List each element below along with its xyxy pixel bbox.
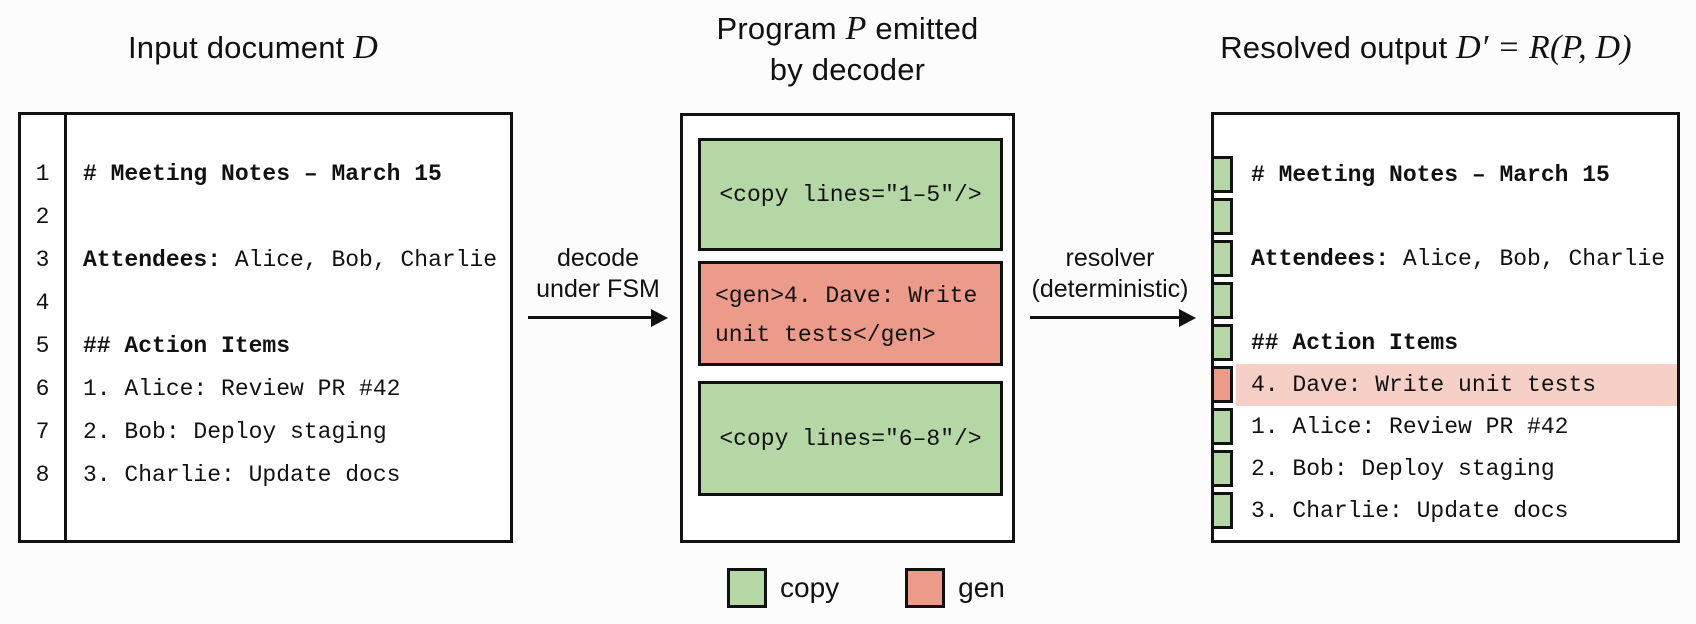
output-line: 3. Charlie: Update docs bbox=[1236, 490, 1677, 532]
copy-chip bbox=[1211, 492, 1233, 529]
line-bold-text: # Meeting Notes – March 15 bbox=[83, 161, 442, 187]
provenance-chip-column bbox=[1211, 156, 1233, 534]
output-line: ## Action Items bbox=[1236, 322, 1677, 364]
output-title-text: Resolved output bbox=[1220, 30, 1457, 65]
copy-swatch-icon bbox=[727, 568, 767, 608]
copy-op-text: <copy lines="1–5"/> bbox=[719, 181, 982, 208]
legend-gen-label: gen bbox=[958, 572, 1005, 603]
output-line: Attendees: Alice, Bob, Charlie bbox=[1236, 238, 1677, 280]
line-text: Alice, Bob, Charlie bbox=[221, 247, 498, 273]
resolver-arrow-label: resolver (deterministic) bbox=[985, 243, 1235, 305]
program-title-pre: Program bbox=[716, 11, 846, 46]
line-text: 2. Bob: Deploy staging bbox=[1251, 456, 1555, 482]
line-bold-text: ## Action Items bbox=[1251, 330, 1459, 356]
copy-op-box: <copy lines="6–8"/> bbox=[698, 381, 1003, 496]
line-text: 4. Dave: Write unit tests bbox=[1251, 372, 1597, 398]
output-title-math: D′ = R(P, D) bbox=[1456, 29, 1632, 66]
legend-copy-label: copy bbox=[780, 572, 840, 603]
line-text: Alice, Bob, Charlie bbox=[1389, 246, 1666, 272]
line-number: 2 bbox=[35, 204, 50, 230]
resolved-output-panel: # Meeting Notes – March 15 Attendees: Al… bbox=[1211, 112, 1680, 543]
input-document-text: # Meeting Notes – March 15 Attendees: Al… bbox=[67, 115, 510, 540]
document-line bbox=[67, 282, 510, 325]
line-number: 5 bbox=[35, 333, 50, 359]
line-number: 6 bbox=[35, 376, 50, 402]
copy-chip bbox=[1211, 156, 1233, 193]
line-text: 3. Charlie: Update docs bbox=[1251, 498, 1569, 524]
document-line: 2. Bob: Deploy staging bbox=[67, 411, 510, 454]
line-number: 3 bbox=[35, 247, 50, 273]
program-title-math-p: P bbox=[845, 10, 867, 47]
program-title-line2: by decoder bbox=[769, 52, 926, 87]
resolver-label-line2: (deterministic) bbox=[1031, 275, 1189, 303]
gen-op-text: <gen>4. Dave: Write unit tests</gen> bbox=[715, 283, 992, 348]
output-line: 2. Bob: Deploy staging bbox=[1236, 448, 1677, 490]
document-line bbox=[67, 196, 510, 239]
copy-op-box: <copy lines="1–5"/> bbox=[698, 138, 1003, 251]
copy-chip bbox=[1211, 450, 1233, 487]
document-line: # Meeting Notes – March 15 bbox=[67, 153, 510, 196]
line-number: 8 bbox=[35, 462, 50, 488]
input-panel-title: Input document D bbox=[18, 27, 488, 68]
input-document-panel: 1 2 3 4 5 6 7 8 # Meeting Notes – March … bbox=[18, 112, 513, 543]
line-number: 1 bbox=[35, 161, 50, 187]
input-title-text: Input document bbox=[127, 30, 354, 65]
line-text: 3. Charlie: Update docs bbox=[83, 462, 401, 488]
line-bold-text: # Meeting Notes – March 15 bbox=[1251, 162, 1610, 188]
document-line: 1. Alice: Review PR #42 bbox=[67, 368, 510, 411]
line-bold-text: Attendees: bbox=[83, 247, 222, 273]
document-line: Attendees: Alice, Bob, Charlie bbox=[67, 239, 510, 282]
decode-label-line1: decode bbox=[556, 244, 640, 272]
line-number: 4 bbox=[35, 290, 50, 316]
line-text: 1. Alice: Review PR #42 bbox=[1251, 414, 1569, 440]
gen-chip bbox=[1211, 366, 1233, 403]
program-panel-title: Program P emitted by decoder bbox=[655, 8, 1040, 90]
resolver-label-line1: resolver bbox=[1065, 244, 1155, 272]
copy-chip bbox=[1211, 240, 1233, 277]
output-line bbox=[1236, 196, 1677, 238]
copy-chip bbox=[1211, 408, 1233, 445]
line-text: 2. Bob: Deploy staging bbox=[83, 419, 387, 445]
output-line-generated: 4. Dave: Write unit tests bbox=[1236, 364, 1677, 406]
output-panel-title: Resolved output D′ = R(P, D) bbox=[1196, 27, 1656, 68]
legend-item-gen: gen bbox=[905, 568, 1005, 608]
copy-chip bbox=[1211, 282, 1233, 319]
legend-item-copy: copy bbox=[727, 568, 839, 608]
copy-chip bbox=[1211, 324, 1233, 361]
decode-label-line2: under FSM bbox=[536, 275, 660, 303]
gen-swatch-icon bbox=[905, 568, 946, 608]
document-line: ## Action Items bbox=[67, 325, 510, 368]
output-line: 1. Alice: Review PR #42 bbox=[1236, 406, 1677, 448]
decode-arrow-label: decode under FSM bbox=[498, 243, 698, 305]
legend: copy gen bbox=[727, 568, 1005, 608]
gen-op-box: <gen>4. Dave: Write unit tests</gen> bbox=[698, 261, 1003, 366]
program-title-post: emitted bbox=[866, 11, 979, 46]
copy-op-text: <copy lines="6–8"/> bbox=[719, 425, 982, 452]
decode-arrow-icon bbox=[528, 308, 668, 327]
line-bold-text: ## Action Items bbox=[83, 333, 291, 359]
resolver-arrow-icon bbox=[1030, 308, 1196, 327]
copy-chip bbox=[1211, 198, 1233, 235]
document-line: 3. Charlie: Update docs bbox=[67, 454, 510, 497]
line-number: 7 bbox=[35, 419, 50, 445]
program-panel: <copy lines="1–5"/> <gen>4. Dave: Write … bbox=[680, 113, 1015, 543]
input-title-math-d: D bbox=[353, 29, 379, 66]
line-text: 1. Alice: Review PR #42 bbox=[83, 376, 401, 402]
output-line bbox=[1236, 280, 1677, 322]
line-bold-text: Attendees: bbox=[1251, 246, 1390, 272]
line-number-gutter: 1 2 3 4 5 6 7 8 bbox=[21, 115, 67, 540]
output-line: # Meeting Notes – March 15 bbox=[1236, 154, 1677, 196]
